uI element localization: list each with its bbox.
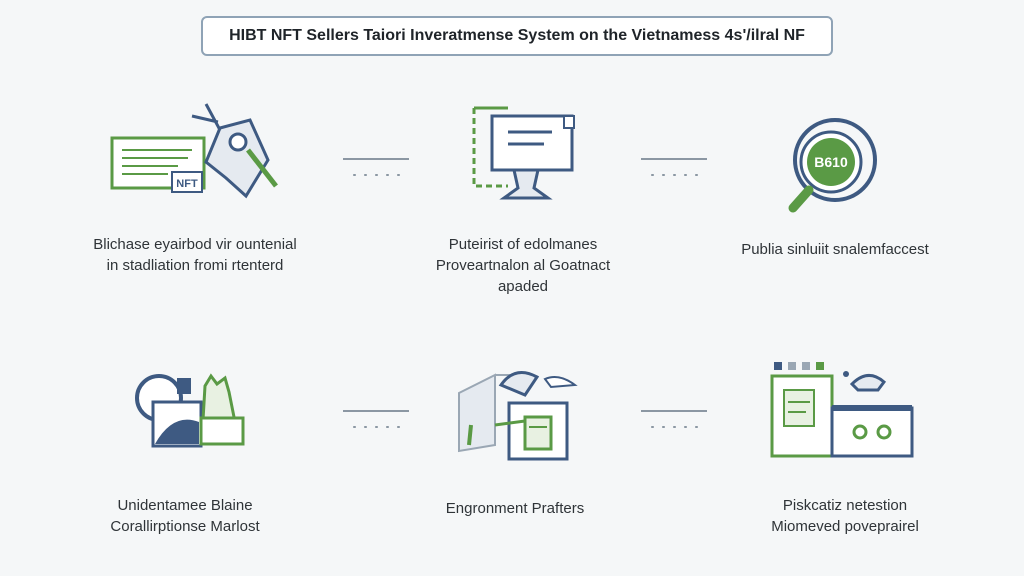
- caption-line: apaded: [497, 278, 549, 295]
- caption-line: in stadliation fromi rtenterd: [106, 257, 284, 274]
- buildings-icon: [133, 372, 248, 452]
- document-tray-icon: [455, 365, 580, 465]
- caption-line: Publia sinluiit snalemfaccest: [741, 241, 929, 258]
- caption-line: Unidentamee Blaine: [117, 497, 253, 514]
- connector-4-5: [343, 410, 409, 430]
- connector-5-6: [641, 410, 707, 430]
- caption-line: Piskcatiz netestion: [782, 497, 908, 514]
- diagram-title: HIBT NFT Sellers Taiori Inveratmense Sys…: [201, 16, 833, 56]
- step-caption-1: Blichase eyairbod vir ountenial in stadl…: [60, 234, 330, 276]
- caption-line: Blichase eyairbod vir ountenial: [93, 236, 297, 253]
- search-badge-icon: B610: [783, 112, 883, 216]
- nft-certificate-key-icon: NFT: [108, 100, 288, 210]
- nft-label: NFT: [176, 178, 198, 190]
- caption-line: Proveartnalon al Goatnact: [435, 257, 611, 274]
- connector-1-2: [343, 158, 409, 178]
- step-caption-2: Puteirist of edolmanes Proveartnalon al …: [400, 234, 646, 297]
- caption-line: Corallirptionse Marlost: [110, 518, 260, 535]
- step-caption-5: Engronment Prafters: [415, 498, 615, 519]
- step-caption-3: Publia sinluiit snalemfaccest: [715, 239, 955, 260]
- badge-label: B610: [814, 154, 848, 170]
- caption-line: Miomeved poveprairel: [771, 518, 919, 535]
- step-caption-6: Piskcatiz netestion Miomeved poveprairel: [740, 495, 950, 537]
- monitor-icon: [468, 100, 578, 210]
- workstation-icon: [768, 358, 918, 463]
- caption-line: Engronment Prafters: [445, 500, 585, 517]
- connector-2-3: [641, 158, 707, 178]
- caption-line: Puteirist of edolmanes: [448, 236, 598, 253]
- step-caption-4: Unidentamee Blaine Corallirptionse Marlo…: [80, 495, 290, 537]
